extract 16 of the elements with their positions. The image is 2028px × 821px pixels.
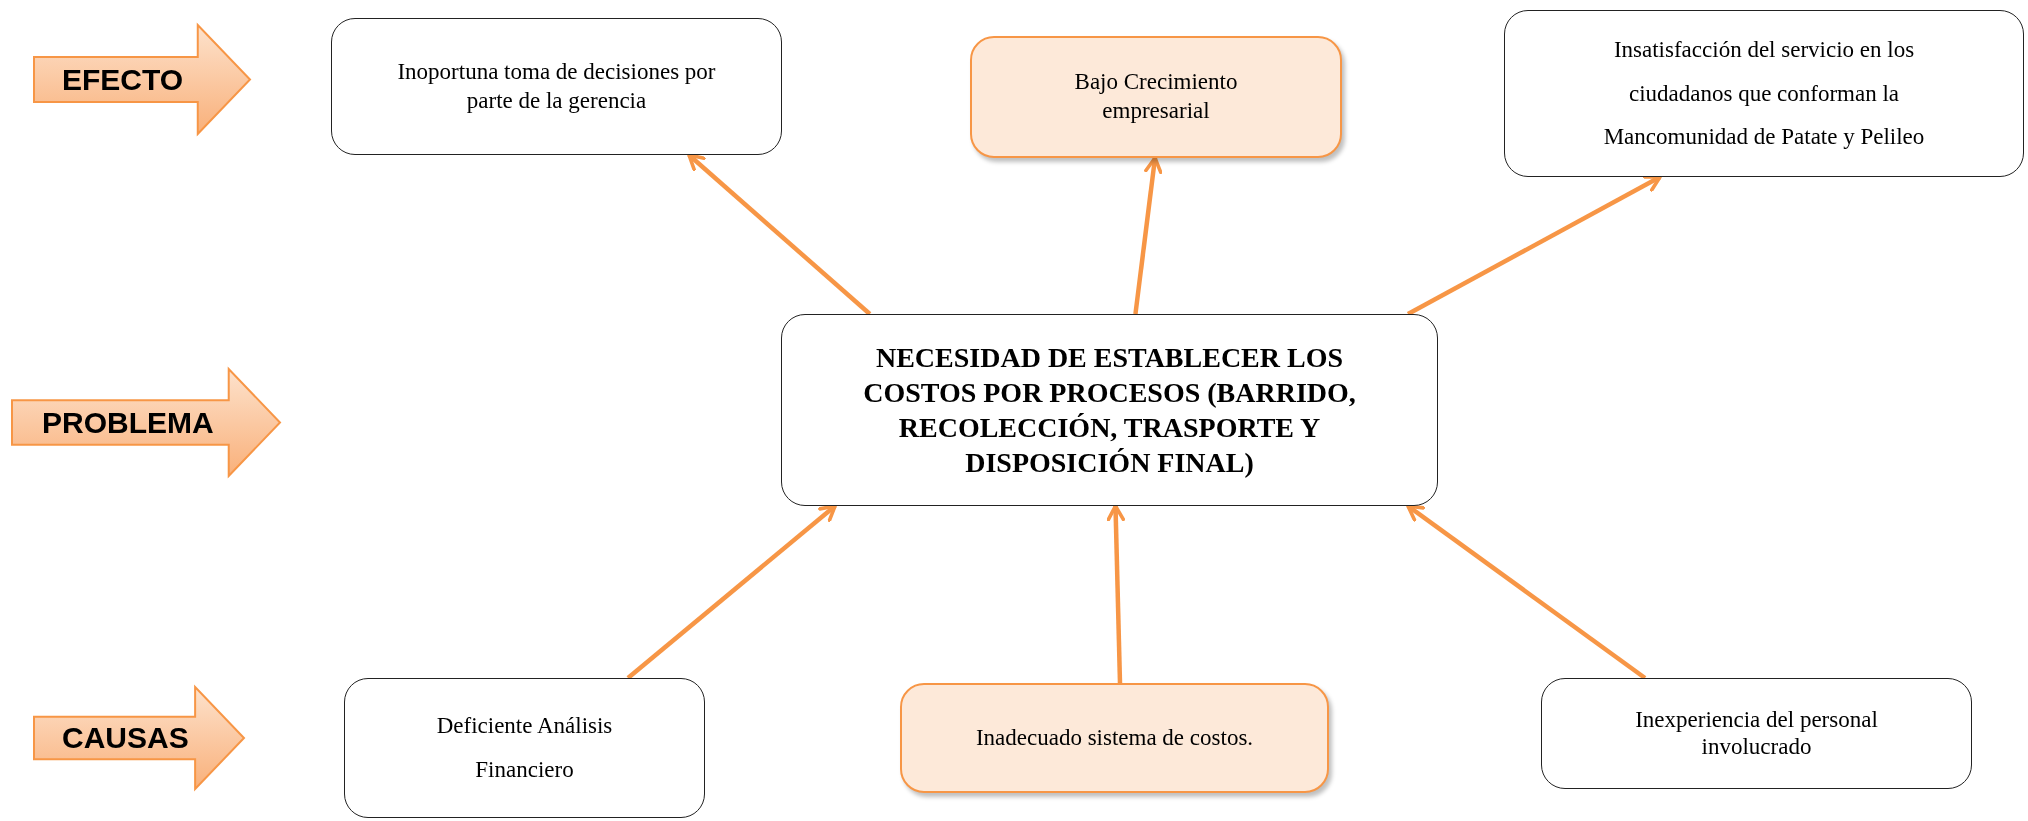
row-label: CAUSAS: [62, 721, 189, 755]
arrow: [626, 504, 837, 680]
text-box: Insatisfacción del servicio en los ciudadanos que conforman la Mancomunidad de Patate y Pelileo: [1504, 10, 2024, 177]
arrow: [1406, 175, 1662, 316]
text-box: Inoportuna toma de decisiones por parte de la gerencia: [331, 18, 782, 155]
text-box: Inexperiencia del personal involucrado: [1541, 678, 1972, 789]
row-label: EFECTO: [62, 62, 184, 97]
text-box: Deficiente Análisis Financiero: [344, 678, 705, 818]
problem-box: NECESIDAD DE ESTABLECER LOS COSTOS POR PROCESOS (BARRIDO, RECOLECCIÓN, TRASPORTE Y DISPOSICIÓN FINAL): [781, 314, 1438, 506]
row-label: PROBLEMA: [42, 405, 214, 440]
arrow: [1133, 156, 1163, 315]
arrow: [1406, 504, 1647, 680]
arrow: [1106, 504, 1126, 684]
text-box: Inadecuado sistema de costos.: [900, 683, 1329, 793]
text-box: Bajo Crecimiento empresarial: [970, 36, 1342, 158]
arrow: [687, 153, 872, 316]
